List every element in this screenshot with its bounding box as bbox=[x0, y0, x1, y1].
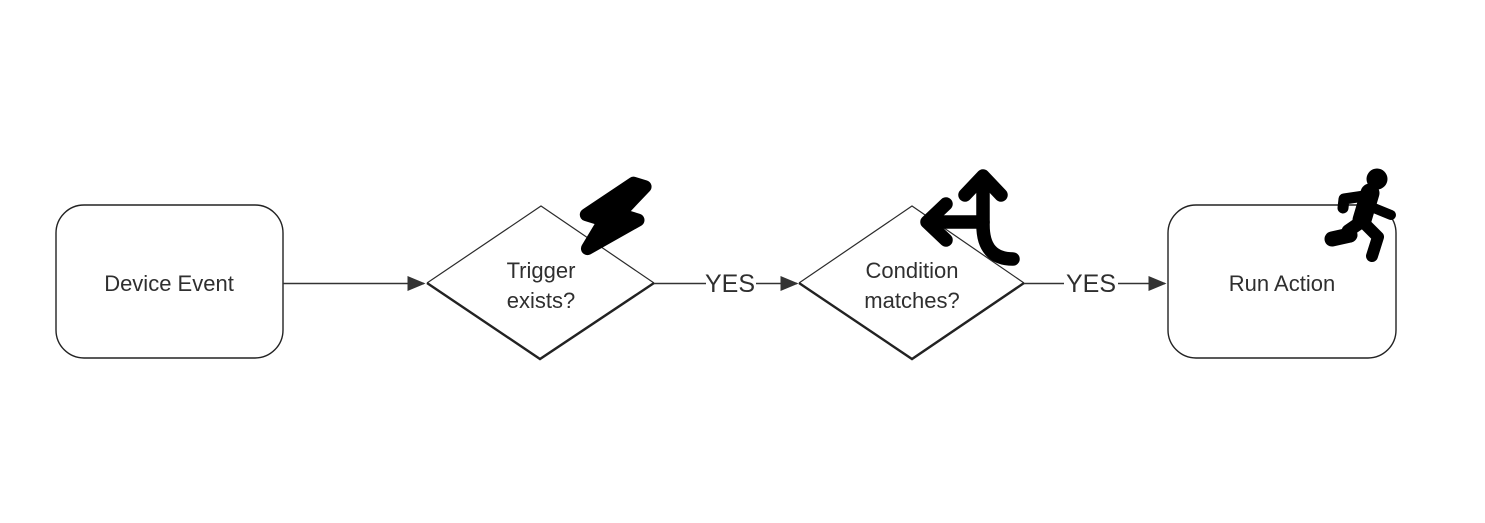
device-event-box bbox=[55, 204, 284, 359]
node-condition-matches: Condition matches? bbox=[798, 205, 1025, 361]
run-action-label: Run Action bbox=[1229, 271, 1335, 296]
diamond-bottom-edges bbox=[426, 282, 655, 361]
diamond-top-edges bbox=[426, 205, 655, 284]
device-event-label: Device Event bbox=[104, 271, 234, 296]
node-device-event: Device Event bbox=[55, 204, 284, 359]
node-trigger-exists: Trigger exists? bbox=[426, 205, 655, 361]
diamond-bottom-edges bbox=[798, 282, 1025, 361]
person-running-icon bbox=[1324, 168, 1396, 262]
edge-label-yes-1: YES bbox=[705, 270, 755, 298]
edge-label-yes-2: YES bbox=[1066, 270, 1116, 298]
trigger-exists-label-line2: exists? bbox=[507, 288, 575, 313]
lightning-bolt-icon bbox=[579, 176, 652, 256]
edge-trigger-to-condition: YES bbox=[654, 270, 799, 298]
trigger-exists-label-line1: Trigger bbox=[507, 258, 576, 283]
diamond-top-edges bbox=[798, 205, 1025, 284]
edge-condition-to-run-action: YES bbox=[1024, 270, 1167, 298]
condition-matches-label-line1: Condition bbox=[866, 258, 959, 283]
condition-matches-label-line2: matches? bbox=[864, 288, 959, 313]
split-arrows-icon bbox=[920, 169, 1020, 266]
